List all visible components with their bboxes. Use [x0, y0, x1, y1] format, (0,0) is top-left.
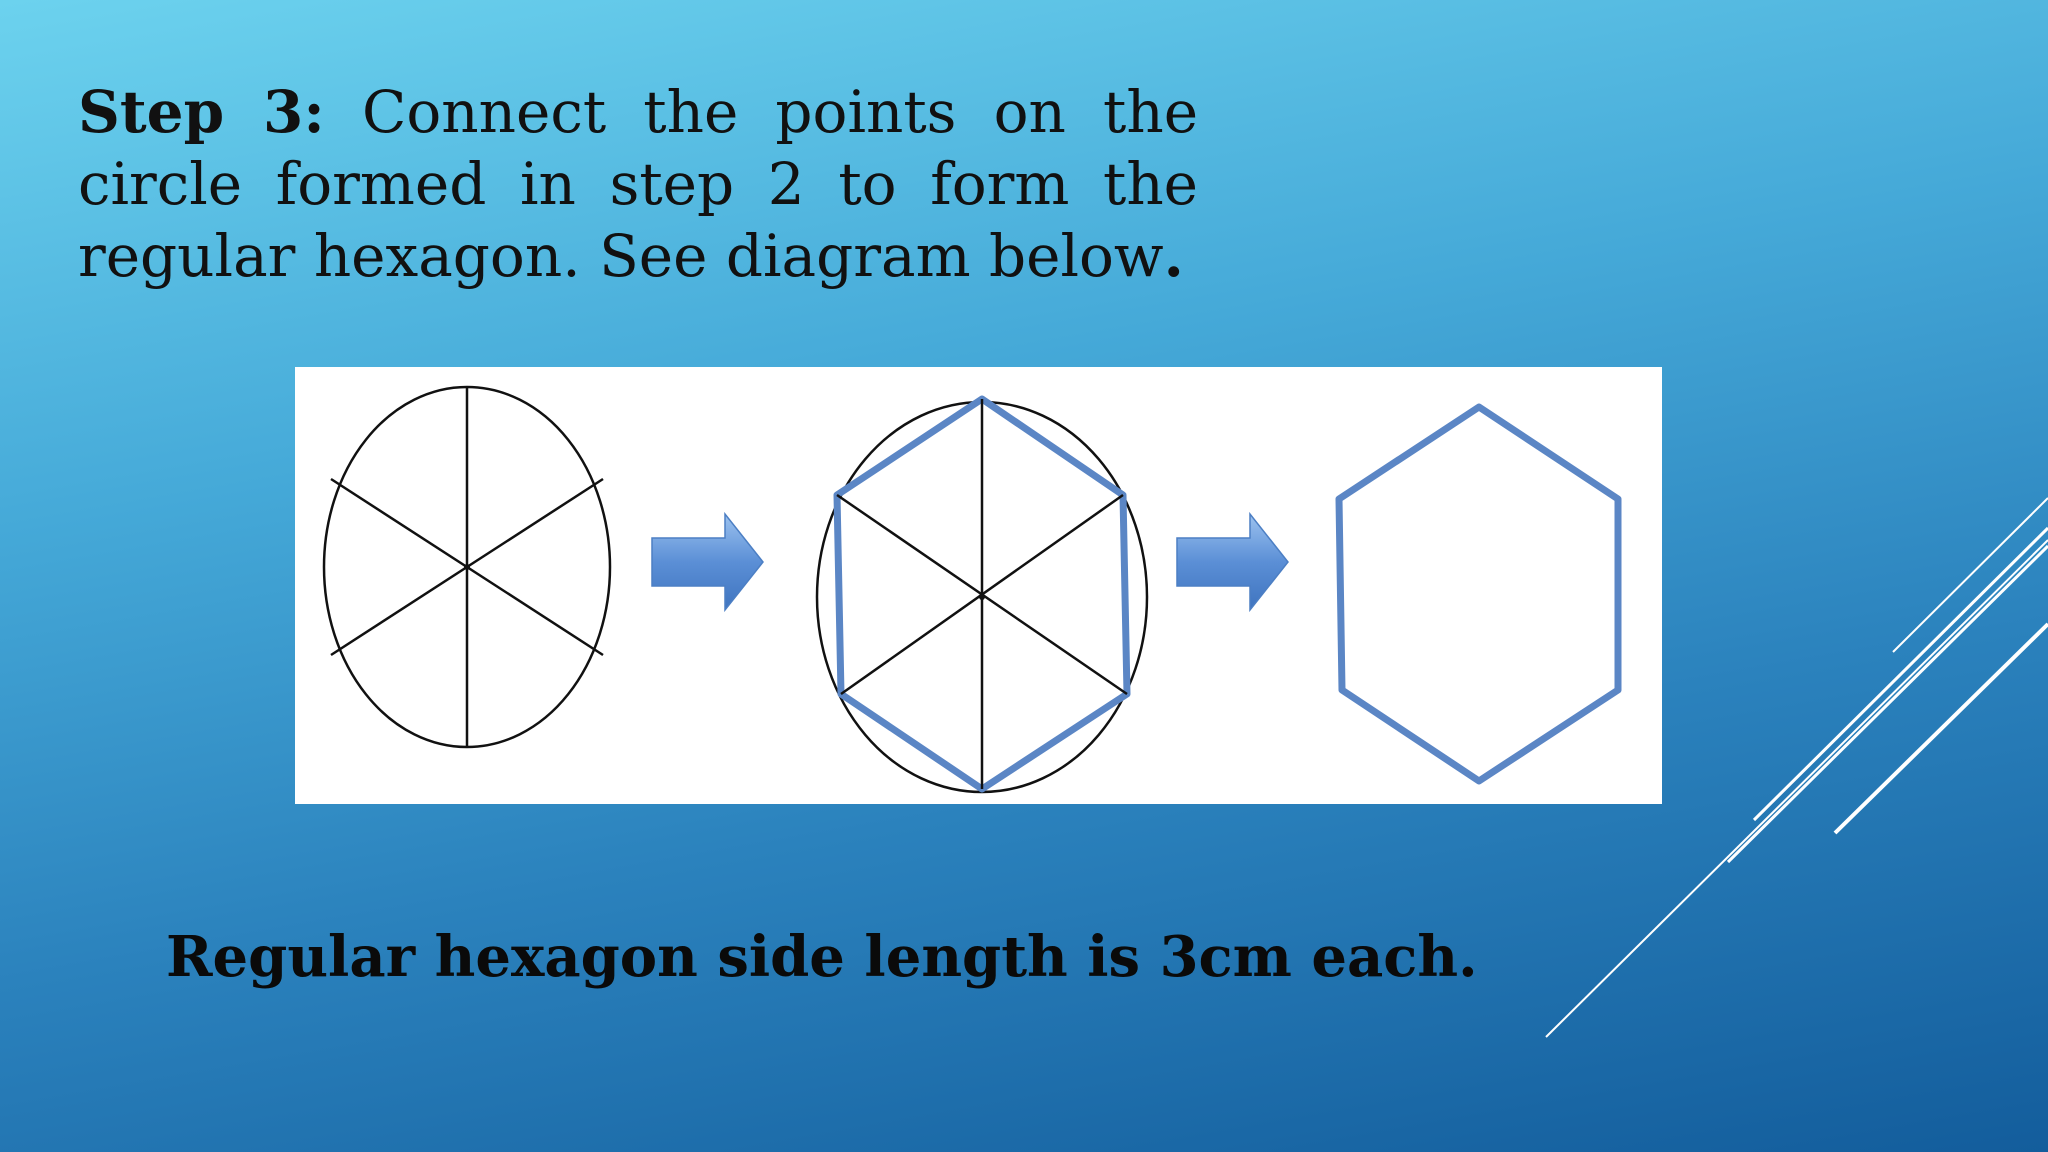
caption: Regular hexagon side length is 3cm each. — [166, 924, 1478, 990]
step-text: Connect the points on the circle formed … — [78, 78, 1199, 290]
circle-divided-into-six — [322, 385, 612, 749]
arrow-right-icon — [1176, 511, 1289, 613]
step-label: Step 3: — [78, 78, 325, 146]
step-instruction: Step 3: Connect the points on the circle… — [78, 76, 1198, 292]
diagram-panel — [295, 367, 1662, 804]
regular-hexagon — [1335, 403, 1622, 785]
hexagon-construction-diagram — [322, 385, 1622, 794]
arrow-right-icon — [651, 511, 764, 613]
step-end-mark: . — [1163, 222, 1184, 290]
hexagon-inscribed-in-circle — [815, 395, 1149, 794]
